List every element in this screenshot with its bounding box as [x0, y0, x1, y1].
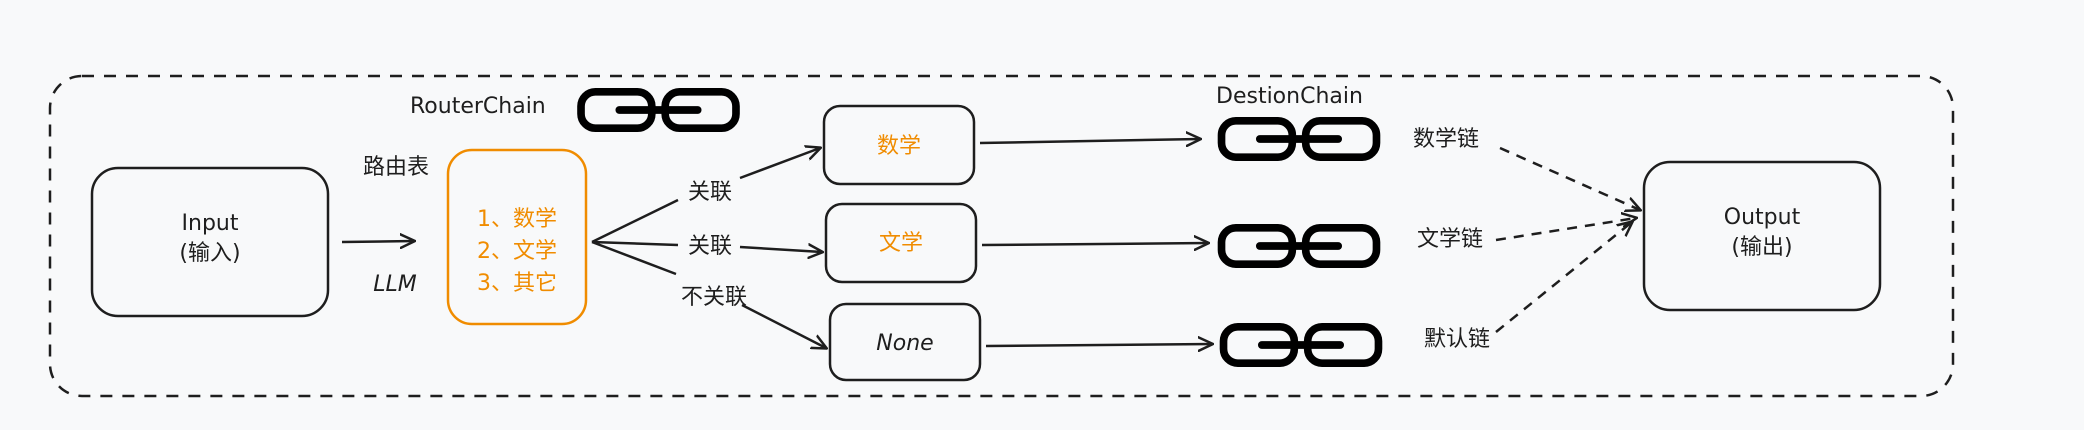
chain-link-icon [1222, 228, 1377, 264]
destination-arrow-math [979, 139, 1200, 143]
input-box [90, 166, 330, 318]
destination-arrow-literature [981, 243, 1208, 245]
relation-arrow-none [591, 240, 826, 348]
destination-name-literature: 文学 [879, 231, 923, 256]
relation-label-none: 不关联 [681, 285, 747, 310]
chain-link-icon [1224, 327, 1379, 363]
output-arrow-math [1499, 146, 1640, 210]
chain-label-literature: 文学链 [1417, 227, 1483, 252]
destination-box-math [822, 104, 976, 186]
output-arrow-literature [1495, 218, 1636, 242]
chain-label-default: 默认链 [1424, 327, 1490, 352]
relation-arrow-math [591, 148, 820, 244]
input-box-subtitle: (输入) [179, 241, 240, 266]
input-arrow [341, 241, 414, 242]
input-arrow-label: LLM [373, 272, 417, 297]
output-box-title: Output [1724, 205, 1801, 230]
router-chain-label: RouterChain [410, 94, 546, 119]
destination-name-none: None [876, 331, 933, 356]
routing-item: 2、文学 [477, 239, 557, 264]
routing-table-box [446, 148, 588, 326]
output-box-subtitle: (输出) [1731, 235, 1792, 260]
chain-link-icon [1222, 121, 1377, 157]
destination-arrow-none [985, 344, 1212, 346]
output-arrow-default [1495, 222, 1632, 333]
destination-name-math: 数学 [877, 134, 921, 159]
destination-chain-label: DestionChain [1216, 84, 1363, 109]
routing-table-label: 路由表 [363, 155, 429, 180]
routing-item: 3、其它 [477, 271, 557, 296]
relation-label-literature: 关联 [688, 234, 732, 259]
relation-arrow-literature [591, 242, 822, 252]
relation-label-math: 关联 [688, 180, 732, 205]
destination-box-literature [824, 202, 978, 284]
chain-label-math: 数学链 [1413, 127, 1479, 152]
output-box [1642, 160, 1882, 312]
input-box-title: Input [182, 211, 239, 236]
outer-container [48, 74, 1955, 398]
routing-item: 1、数学 [477, 207, 557, 232]
chain-link-icon [581, 92, 736, 128]
destination-box-none [828, 302, 982, 382]
